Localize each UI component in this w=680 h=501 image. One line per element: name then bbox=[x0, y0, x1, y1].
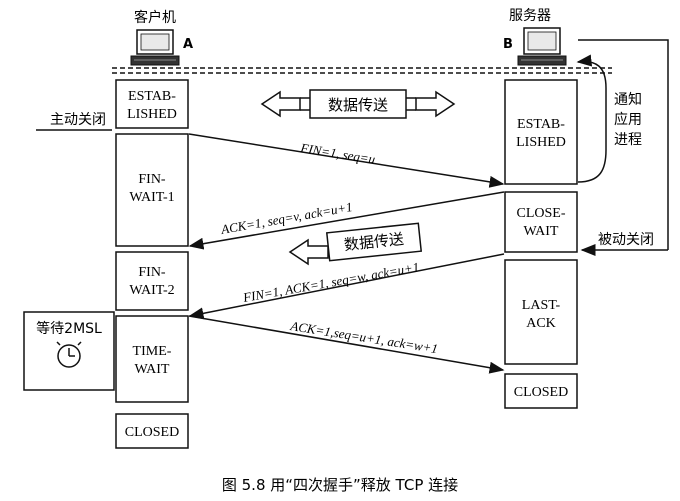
notify-app-label-2: 应用 bbox=[614, 111, 642, 128]
server-title: 服务器 bbox=[509, 8, 551, 24]
msg-arrow-fin-server bbox=[188, 253, 505, 320]
state-label: ESTAB- bbox=[517, 117, 565, 132]
client-computer-icon bbox=[130, 29, 180, 66]
state-label: TIME- bbox=[133, 344, 172, 359]
passive-close-label: 被动关闭 bbox=[598, 232, 654, 248]
data-transfer-arrow-1 bbox=[260, 89, 456, 119]
wait-2msl-label: 等待2MSL bbox=[36, 320, 102, 337]
data-transfer-arrow-2 bbox=[288, 222, 423, 266]
server-state-last-ack: LAST- ACK bbox=[504, 259, 578, 365]
msg-label-fin-client: FIN=1, seq=u bbox=[299, 140, 377, 167]
client-state-established: ESTAB- LISHED bbox=[115, 79, 189, 129]
figure-caption: 图 5.8 用“四次握手”释放 TCP 连接 bbox=[222, 476, 458, 494]
server-computer-icon bbox=[517, 27, 567, 66]
notify-app-arrow bbox=[576, 54, 607, 183]
state-label: CLOSED bbox=[125, 425, 179, 440]
msg-label-fin-server: FIN=1, ACK=1, seq=w, ack=u+1 bbox=[241, 259, 420, 305]
state-label: LISHED bbox=[127, 107, 177, 122]
active-close-label: 主动关闭 bbox=[50, 112, 106, 128]
state-label: LISHED bbox=[516, 135, 566, 150]
notify-app-label-1: 通知 bbox=[614, 91, 642, 108]
state-label: CLOSED bbox=[514, 385, 568, 400]
state-label: FIN- bbox=[138, 265, 166, 280]
server-state-established: ESTAB- LISHED bbox=[504, 79, 578, 185]
client-title: 客户机 bbox=[134, 9, 176, 26]
client-state-fin-wait-2: FIN- WAIT-2 bbox=[115, 251, 189, 311]
server-state-close-wait: CLOSE- WAIT bbox=[504, 191, 578, 253]
server-state-closed: CLOSED bbox=[504, 373, 578, 409]
msg-label-ack-server: ACK=1, seq=v, ack=u+1 bbox=[219, 199, 354, 237]
state-label: WAIT bbox=[135, 362, 170, 377]
client-state-fin-wait-1: FIN- WAIT-1 bbox=[115, 133, 189, 247]
state-label: CLOSE- bbox=[517, 206, 566, 221]
notify-app-label-3: 进程 bbox=[614, 132, 642, 148]
client-tag: A bbox=[183, 37, 193, 52]
state-label: WAIT-1 bbox=[129, 190, 174, 205]
state-label: WAIT-2 bbox=[129, 283, 174, 298]
state-label: LAST- bbox=[522, 298, 561, 313]
server-tag: B bbox=[503, 37, 513, 52]
state-label: FIN- bbox=[138, 172, 166, 187]
data-transfer-label-1: 数据传送 bbox=[328, 96, 388, 114]
state-label: ACK bbox=[526, 316, 556, 331]
state-label: ESTAB- bbox=[128, 89, 176, 104]
client-state-closed: CLOSED bbox=[115, 413, 189, 449]
clock-icon bbox=[56, 341, 82, 368]
passive-close-arrow bbox=[578, 39, 669, 250]
msg-arrow-ack-server bbox=[188, 191, 505, 250]
state-label: WAIT bbox=[524, 224, 559, 239]
msg-arrow-fin-client bbox=[188, 133, 505, 188]
msg-arrow-ack-client bbox=[188, 315, 505, 374]
client-state-time-wait: TIME- WAIT bbox=[115, 315, 189, 403]
